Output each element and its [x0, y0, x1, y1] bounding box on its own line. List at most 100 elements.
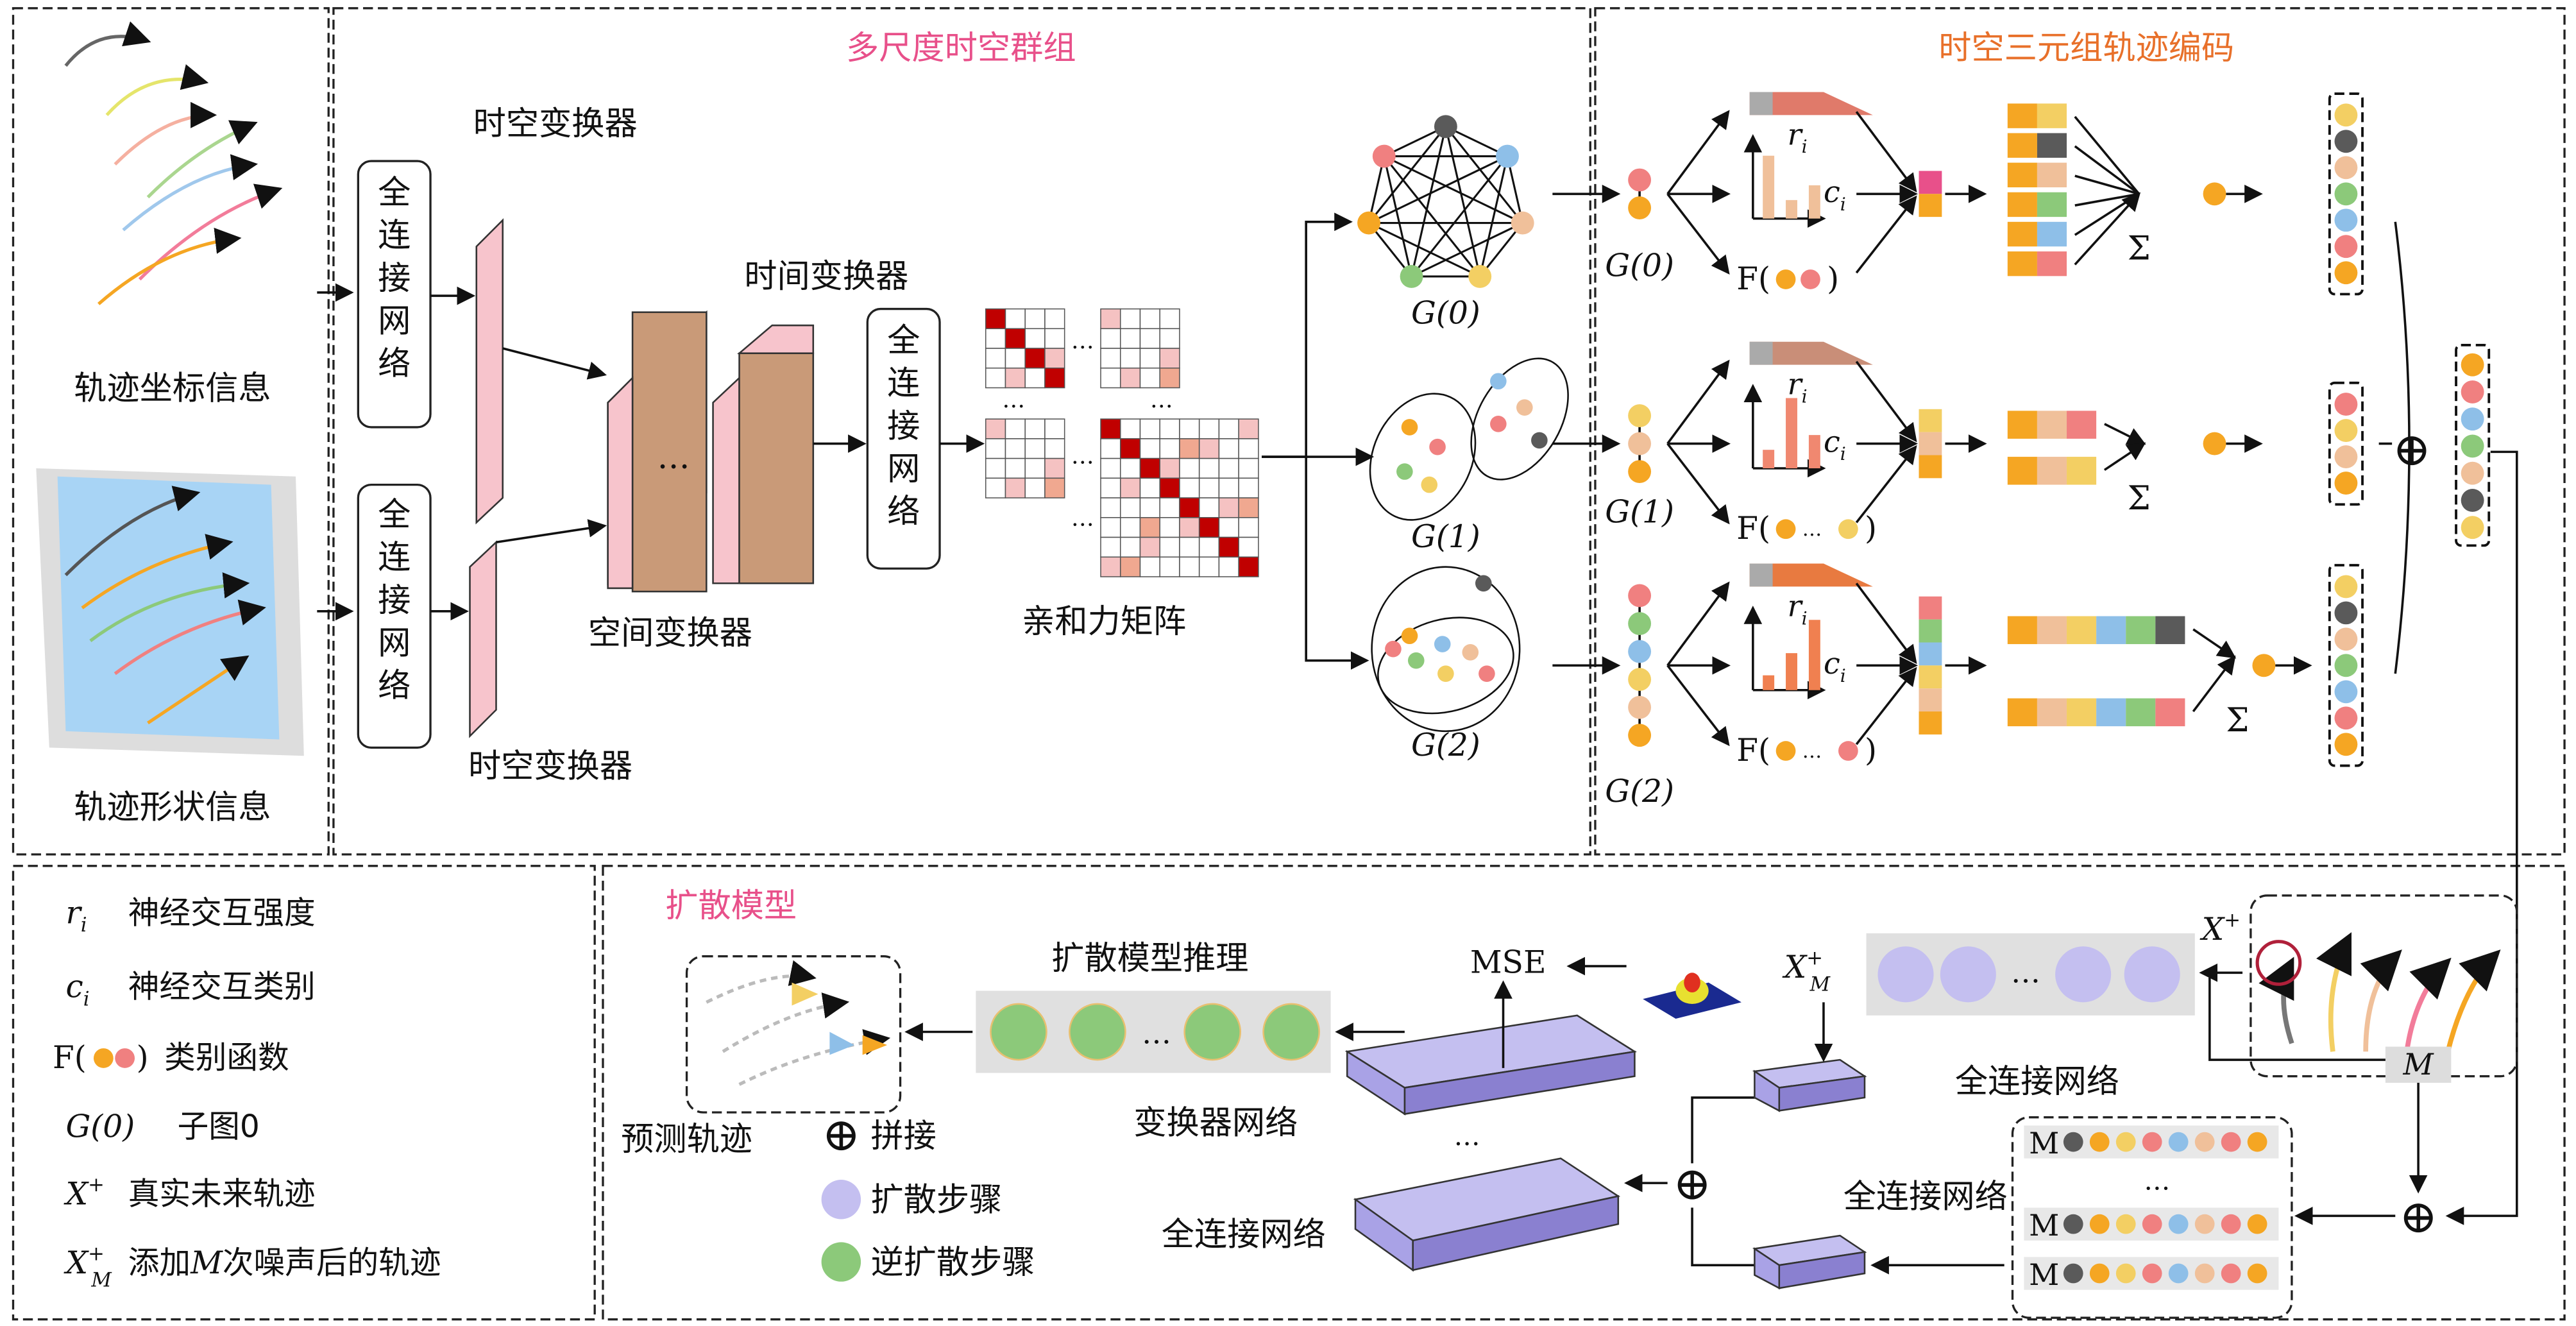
vector-cell	[2037, 698, 2067, 727]
interaction-bar	[1808, 185, 1820, 219]
r: r	[1788, 589, 1804, 624]
arrow	[1855, 582, 1917, 665]
output-node	[2334, 601, 2358, 625]
matrix-cell	[985, 328, 1006, 349]
aggregated-node	[2252, 654, 2276, 677]
interaction-strength-wedge	[1749, 563, 1873, 587]
matrix-cell	[1100, 438, 1121, 459]
transformer-network-label: 变换器网络	[1133, 1103, 1298, 1142]
vector-cell	[2067, 411, 2097, 439]
vector-cell	[2037, 192, 2067, 217]
fc-label-char: 网	[378, 624, 411, 662]
fc-label-char: 全	[887, 321, 920, 360]
transformer-network-slab	[1344, 1014, 1637, 1116]
graph-g1-label: G(1)	[1411, 519, 1480, 555]
matrix-cell	[1119, 457, 1141, 479]
reverse-step-node	[1069, 1003, 1126, 1061]
matrix-ellipsis: …	[1002, 387, 1025, 413]
matrix-cell	[1100, 477, 1121, 498]
c-label: ci	[1824, 424, 1846, 464]
shape-info-label: 轨迹形状信息	[74, 788, 271, 827]
vector-cell	[2007, 162, 2037, 188]
feature-cell	[1919, 619, 1942, 643]
graph-edge	[1383, 155, 1481, 277]
matrix-cell	[1198, 418, 1220, 439]
graph-edge	[1368, 155, 1508, 224]
encoding-graph-label: G(2)	[1605, 774, 1674, 810]
c: c	[1824, 174, 1840, 209]
vector-cell	[2096, 616, 2126, 645]
vector-cell	[2067, 616, 2097, 645]
text: 真实未来轨迹	[128, 1176, 316, 1212]
affinity-matrix-label: 亲和力矩阵	[1022, 602, 1186, 641]
matrix-cell	[1238, 556, 1259, 577]
xm-label: X+M	[1782, 946, 1831, 996]
matrix-cell	[985, 477, 1006, 498]
legend-item: G(0)子图0	[65, 1109, 259, 1144]
graph-node	[1357, 211, 1380, 235]
output-node	[2334, 706, 2358, 730]
matrix-cell	[1139, 438, 1160, 459]
matrix-cell	[1139, 308, 1160, 330]
legend-symbol: G(0)	[65, 1109, 135, 1144]
matrix-cell	[1159, 308, 1180, 330]
fc-network-slab-small-1	[1752, 1058, 1867, 1112]
graph-node	[1496, 144, 1519, 168]
matrix-cell	[1218, 477, 1239, 498]
matrix-cell	[1119, 438, 1141, 459]
matrix-cell	[985, 418, 1006, 439]
output-node	[2334, 182, 2358, 206]
legend-symbol: X+M	[63, 1243, 112, 1292]
vector-cell	[2037, 103, 2067, 128]
matrix-cell	[1139, 536, 1160, 558]
matrix-cell	[1159, 457, 1180, 479]
ground-truth-box	[2250, 894, 2518, 1078]
f-dot	[1775, 741, 1796, 761]
legend-text: 真实未来轨迹	[128, 1176, 316, 1212]
sigma-label: Σ	[2128, 230, 2151, 268]
encoding-title: 时空三元组轨迹编码	[1938, 29, 2234, 67]
matrix-cell	[1179, 418, 1200, 439]
fc-network-label-1: 全连接网络	[1955, 1062, 2119, 1101]
graph-edge	[1411, 222, 1523, 278]
ground-truth-image	[2255, 932, 2501, 1053]
noise-node	[2115, 1214, 2136, 1234]
noise-node	[2142, 1263, 2162, 1284]
matrix-cell	[1238, 536, 1259, 558]
legend-symbol: ci	[65, 969, 89, 1011]
arrow	[2074, 145, 2140, 195]
matrix-ellipsis: …	[1071, 328, 1094, 354]
output-node	[2334, 130, 2358, 153]
fc-network-label-top: 全连接网络	[378, 174, 411, 383]
fc-network-label-2: 全连接网络	[1843, 1178, 2008, 1216]
matrix-cell	[1218, 418, 1239, 439]
matrix-cell	[1159, 556, 1180, 577]
f-dot	[1775, 519, 1796, 540]
legend-text: 神经交互强度	[128, 895, 316, 931]
reverse-step-node	[990, 1003, 1047, 1061]
matrix-cell	[1139, 418, 1160, 439]
blocks-ellipsis: …	[657, 438, 690, 477]
graph-node	[1628, 612, 1652, 635]
trajectory-shape-image	[36, 468, 304, 756]
matrix-cell	[1024, 367, 1046, 389]
interaction-bar	[1763, 155, 1775, 219]
noise-node	[2089, 1263, 2110, 1284]
matrix-cell	[1179, 438, 1200, 459]
graph-edge	[1384, 155, 1523, 224]
noise-node	[2089, 1132, 2110, 1152]
vector-cell	[2096, 698, 2126, 727]
vector-cell	[2007, 616, 2037, 645]
matrix-cell	[1159, 418, 1180, 439]
matrix-cell	[1159, 497, 1180, 518]
feature-cell	[1919, 596, 1942, 620]
fc-label-char: 接	[378, 259, 411, 298]
text2: 次噪声后的轨迹	[223, 1245, 441, 1281]
graph-g1	[1369, 357, 1569, 521]
noise-rows-box	[2011, 1116, 2293, 1319]
output-node	[2334, 208, 2358, 232]
symbol: r	[65, 895, 82, 931]
arrow	[2074, 174, 2140, 195]
interaction-bar	[1786, 200, 1797, 219]
wedge-gray	[1749, 563, 1773, 587]
